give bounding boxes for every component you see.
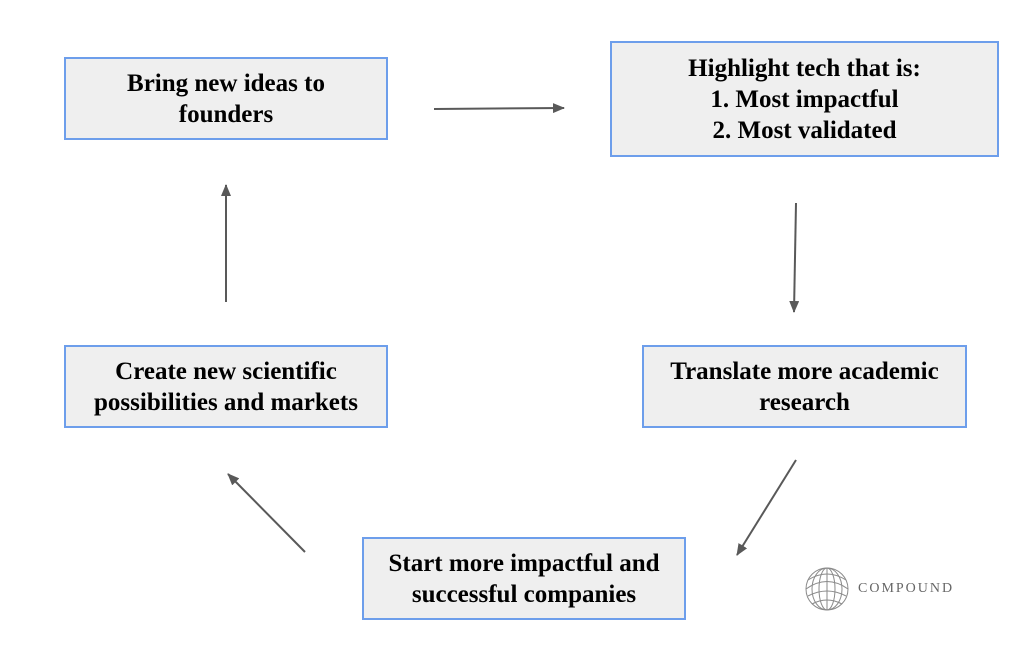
arrow-translate-to-start bbox=[736, 459, 797, 556]
node-highlight-tech: Highlight tech that is: 1. Most impactfu… bbox=[610, 41, 999, 157]
node-start-companies: Start more impactful and successful comp… bbox=[362, 537, 686, 620]
node-translate-research-line-2: research bbox=[759, 388, 850, 416]
compound-logo: COMPOUND bbox=[804, 565, 954, 613]
node-bring-new-ideas-line-1: Bring new ideas to bbox=[127, 69, 325, 97]
node-bring-new-ideas: Bring new ideas to founders bbox=[64, 57, 388, 140]
globe-icon bbox=[805, 567, 849, 611]
node-create-possibilities-line-2: possibilities and markets bbox=[94, 388, 358, 416]
node-start-companies-line-1: Start more impactful and bbox=[388, 549, 660, 577]
node-bring-new-ideas-line-2: founders bbox=[178, 100, 274, 128]
node-create-possibilities: Create new scientific possibilities and … bbox=[64, 345, 388, 428]
node-highlight-tech-line-1: Highlight tech that is: bbox=[688, 54, 921, 82]
node-translate-research: Translate more academic research bbox=[642, 345, 967, 428]
arrow-bring-to-highlight bbox=[433, 103, 565, 114]
arrow-start-to-create bbox=[227, 473, 306, 553]
node-translate-research-line-1: Translate more academic bbox=[670, 357, 939, 385]
node-highlight-tech-line-2: 1. Most impactful bbox=[710, 85, 899, 113]
arrow-highlight-to-translate bbox=[789, 202, 800, 313]
node-highlight-tech-line-3: 2. Most validated bbox=[712, 116, 897, 144]
node-create-possibilities-line-1: Create new scientific bbox=[115, 357, 337, 385]
node-start-companies-line-2: successful companies bbox=[411, 580, 637, 608]
logo-wordmark: COMPOUND bbox=[858, 581, 955, 596]
